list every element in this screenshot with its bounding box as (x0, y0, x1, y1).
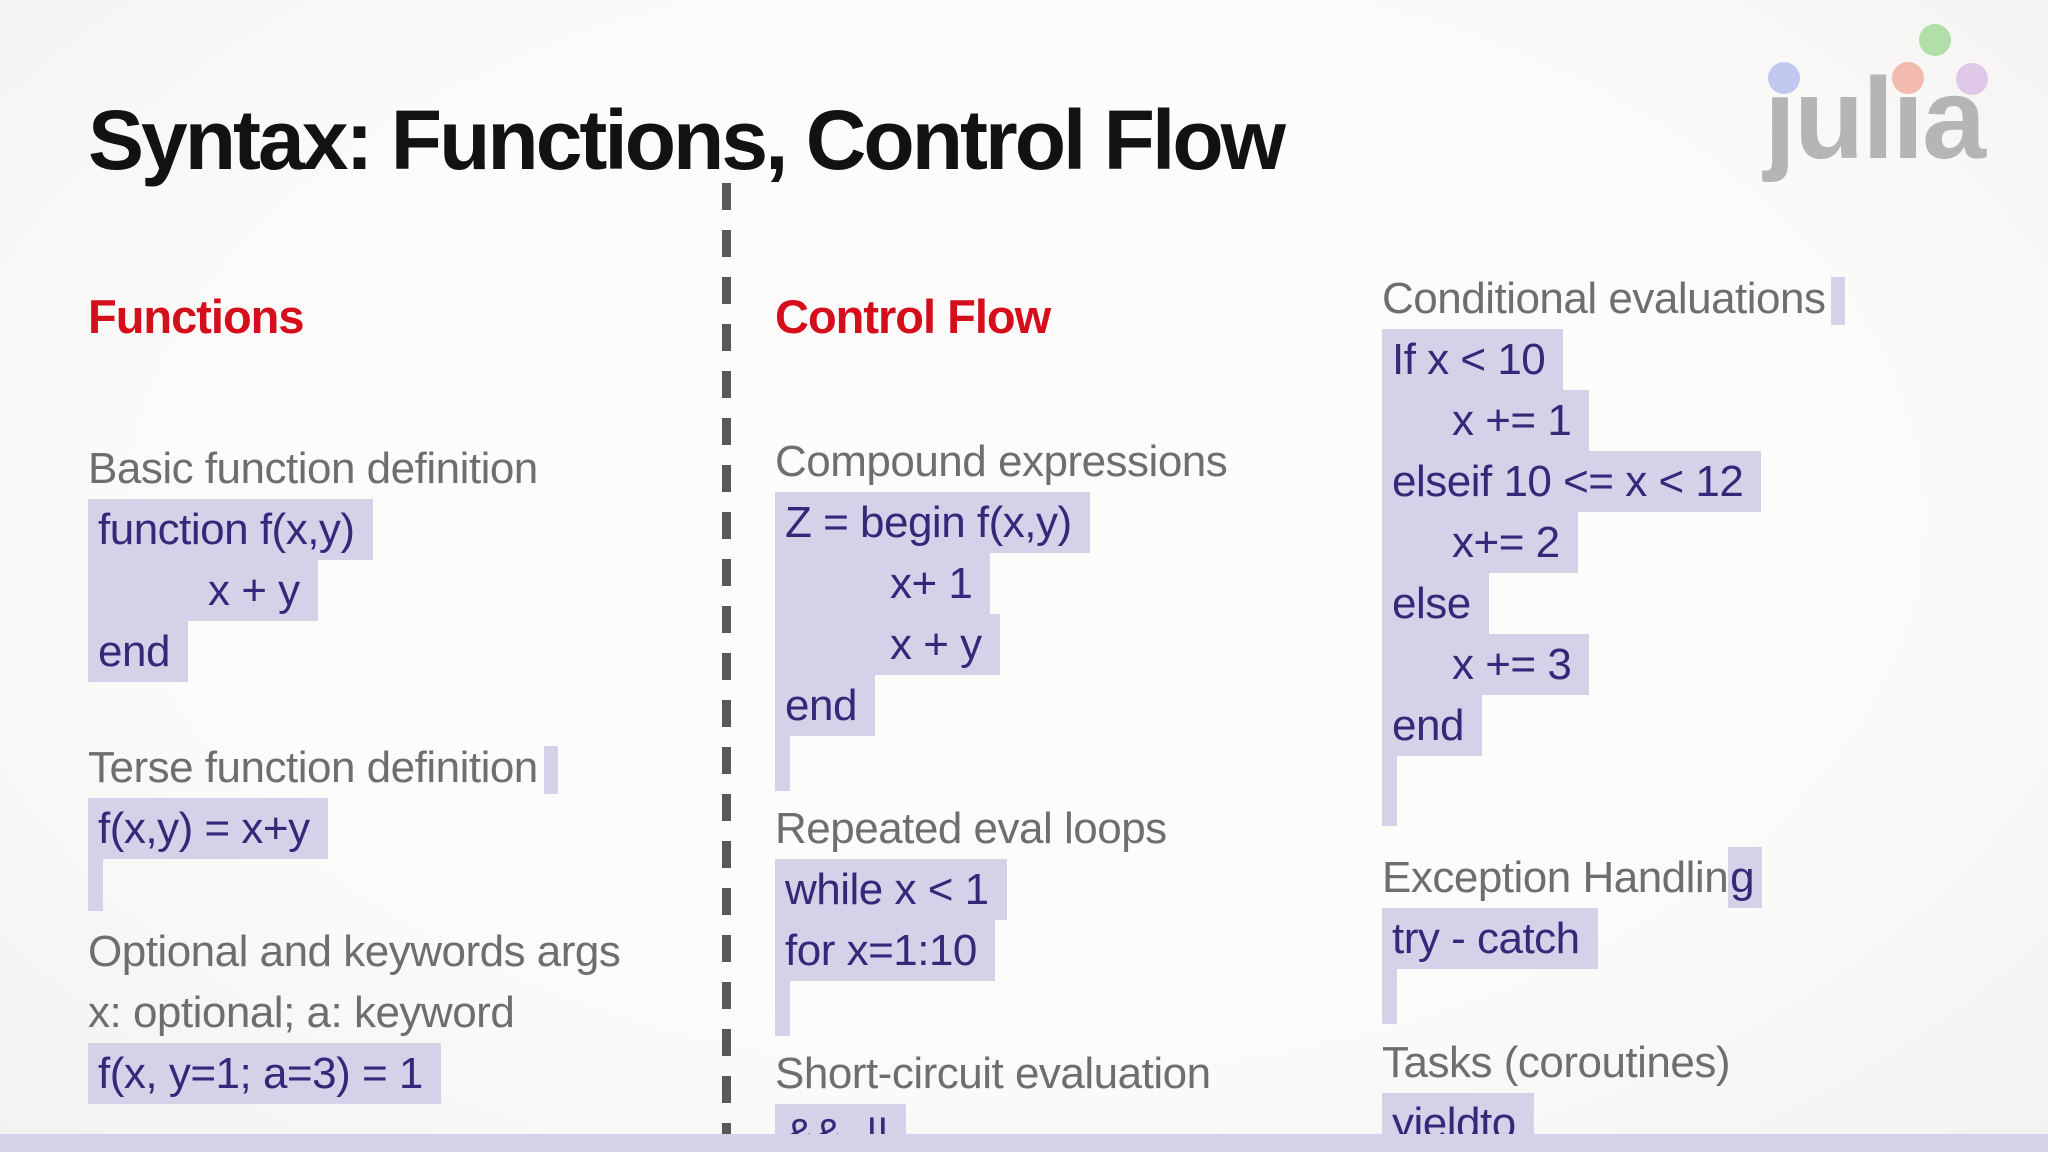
code-line: while x < 1 (775, 859, 1385, 920)
code-text: function f(x,y) (88, 499, 373, 560)
label-text: Optional and keywords args (88, 927, 621, 976)
page-title: Syntax: Functions, Control Flow (88, 93, 1286, 187)
code-line: try - catch (1382, 908, 2042, 969)
code-text: f(x, y=1; a=3) = 1 (88, 1043, 441, 1104)
bottom-bar (0, 1134, 2048, 1152)
selection-tick (543, 746, 558, 795)
label-text: Basic function definition (88, 444, 538, 493)
selection-tick (1831, 277, 1846, 326)
label-line: Short-circuit evaluation (775, 1043, 1385, 1104)
code-line: end (88, 621, 728, 682)
code-line: x += 1 (1382, 390, 2042, 451)
spacer (88, 859, 728, 921)
dashed-column-divider (722, 183, 731, 1152)
julia-logo-blue-dot (1768, 62, 1800, 94)
label-text: x: optional; a: keyword (88, 988, 515, 1037)
code-text: x + y (88, 560, 318, 621)
spacer (88, 682, 728, 737)
label-text: Short-circuit evaluation (775, 1049, 1211, 1098)
code-text: end (88, 621, 188, 682)
code-line: for x=1:10 (775, 920, 1385, 981)
code-text: for x=1:10 (775, 920, 995, 981)
spacer (775, 360, 1385, 431)
julia-logo-green-dot (1919, 24, 1951, 56)
code-line: x += 3 (1382, 634, 2042, 695)
code-text: try - catch (1382, 908, 1598, 969)
code-line: x+ 1 (775, 553, 1385, 614)
spacer (1382, 969, 2042, 1032)
label-text: Compound expressions (775, 437, 1228, 486)
code-line: else (1382, 573, 2042, 634)
code-text: x+ 1 (775, 553, 991, 614)
label-line: Basic function definition (88, 438, 728, 499)
label-line: Exception Handling (1382, 847, 2042, 908)
code-text: while x < 1 (775, 859, 1007, 920)
code-line: function f(x,y) (88, 499, 728, 560)
code-text: x += 1 (1382, 390, 1590, 451)
code-text: end (775, 675, 875, 736)
label-line: Optional and keywords args (88, 921, 728, 982)
selection-continuation-bar (775, 981, 790, 1036)
julia-logo-red-dot (1892, 62, 1924, 94)
label-text: Repeated eval loops (775, 804, 1167, 853)
code-text: Z = begin f(x,y) (775, 492, 1090, 553)
code-text: end (1382, 695, 1482, 756)
code-text: If x < 10 (1382, 329, 1564, 390)
code-text: x+= 2 (1382, 512, 1578, 573)
highlighted-label-suffix: g (1728, 847, 1763, 908)
code-text: x += 3 (1382, 634, 1590, 695)
spacer (88, 360, 728, 438)
section-heading: Functions (88, 290, 305, 343)
label-line: Conditional evaluations (1382, 268, 2042, 329)
code-text: elseif 10 <= x < 12 (1382, 451, 1762, 512)
julia-logo-text: ȷulıa (1764, 55, 1986, 183)
code-line: f(x,y) = x+y (88, 798, 728, 859)
spacer (775, 981, 1385, 1043)
spacer (1382, 756, 2042, 847)
julia-logo: ȷulıa (1750, 20, 2048, 230)
code-line: Z = begin f(x,y) (775, 492, 1385, 553)
label-line: Compound expressions (775, 431, 1385, 492)
selection-continuation-bar (1382, 756, 1397, 826)
selection-continuation-bar (88, 859, 103, 911)
label-line: Terse function definition (88, 737, 728, 798)
code-line: If x < 10 (1382, 329, 2042, 390)
code-line: x+= 2 (1382, 512, 2042, 573)
code-line: f(x, y=1; a=3) = 1 (88, 1043, 728, 1104)
julia-logo-purple-dot (1956, 63, 1988, 95)
label-text: Terse function definition (88, 743, 538, 792)
label-line: x: optional; a: keyword (88, 982, 728, 1043)
code-text: x + y (775, 614, 1000, 675)
label-line: Repeated eval loops (775, 798, 1385, 859)
label-line: Tasks (coroutines) (1382, 1032, 2042, 1093)
selection-continuation-bar (1382, 969, 1397, 1024)
code-line: x + y (88, 560, 728, 621)
code-text: else (1382, 573, 1489, 634)
label-text: Conditional evaluations (1382, 274, 1826, 323)
section-heading: Control Flow (775, 290, 1051, 343)
label-text: Exception Handlin (1382, 853, 1729, 902)
spacer (775, 736, 1385, 798)
code-text: f(x,y) = x+y (88, 798, 328, 859)
code-line: end (1382, 695, 2042, 756)
label-text: Tasks (coroutines) (1382, 1038, 1731, 1087)
selection-continuation-bar (775, 736, 790, 791)
code-line: x + y (775, 614, 1385, 675)
code-line: elseif 10 <= x < 12 (1382, 451, 2042, 512)
code-line: end (775, 675, 1385, 736)
